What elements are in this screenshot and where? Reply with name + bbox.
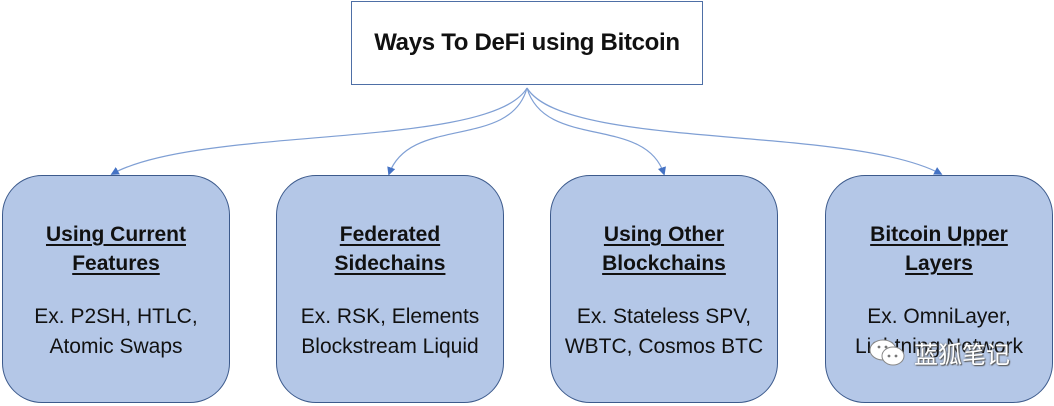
- wechat-icon: [869, 339, 905, 365]
- node-title-line: Bitcoin Upper: [870, 223, 1008, 246]
- connector-to-upper-layers: [526, 87, 943, 175]
- node-title: Bitcoin Upper Layers: [870, 220, 1008, 278]
- node-title-line: Layers: [905, 252, 973, 275]
- node-examples: Ex. P2SH, HTLC, Atomic Swaps: [34, 302, 197, 362]
- node-using-current-features: Using Current Features Ex. P2SH, HTLC, A…: [2, 175, 230, 403]
- watermark-text: 蓝狐笔记: [914, 341, 1010, 369]
- node-title-line: Using Current: [45, 223, 186, 246]
- connector-to-current-features: [110, 87, 528, 175]
- node-using-other-blockchains: Using Other Blockchains Ex. Stateless SP…: [550, 175, 778, 403]
- node-example-line: Ex. RSK, Elements: [300, 305, 480, 328]
- node-example-line: Ex. P2SH, HTLC,: [34, 305, 198, 328]
- node-example-line: Ex. OmniLayer,: [867, 305, 1011, 328]
- node-title-line: Using Other: [603, 223, 725, 246]
- connector-to-other-blockchains: [526, 87, 666, 176]
- root-title: Ways To DeFi using Bitcoin: [374, 29, 680, 56]
- root-node: Ways To DeFi using Bitcoin: [351, 1, 703, 85]
- node-title: Federated Sidechains: [335, 220, 446, 278]
- node-example-line: WBTC, Cosmos BTC: [564, 335, 764, 358]
- node-bitcoin-upper-layers: Bitcoin Upper Layers Ex. OmniLayer, Ligh…: [825, 175, 1053, 403]
- node-title-line: Blockchains: [602, 252, 726, 275]
- node-title-line: Sidechains: [334, 252, 446, 275]
- node-example-line: Ex. Stateless SPV,: [576, 305, 752, 328]
- node-federated-sidechains: Federated Sidechains Ex. RSK, Elements B…: [276, 175, 504, 403]
- node-title: Using Current Features: [46, 220, 186, 278]
- connector-to-federated-sidechains: [387, 87, 528, 176]
- node-example-line: Atomic Swaps: [49, 335, 183, 358]
- node-examples: Ex. Stateless SPV, WBTC, Cosmos BTC: [565, 302, 763, 362]
- node-title-line: Federated: [339, 223, 441, 246]
- node-example-line: Blockstream Liquid: [301, 335, 479, 358]
- node-examples: Ex. RSK, Elements Blockstream Liquid: [301, 302, 480, 362]
- watermark: 蓝狐笔记: [868, 335, 1010, 370]
- node-title: Using Other Blockchains: [602, 220, 726, 278]
- node-title-line: Features: [72, 252, 160, 275]
